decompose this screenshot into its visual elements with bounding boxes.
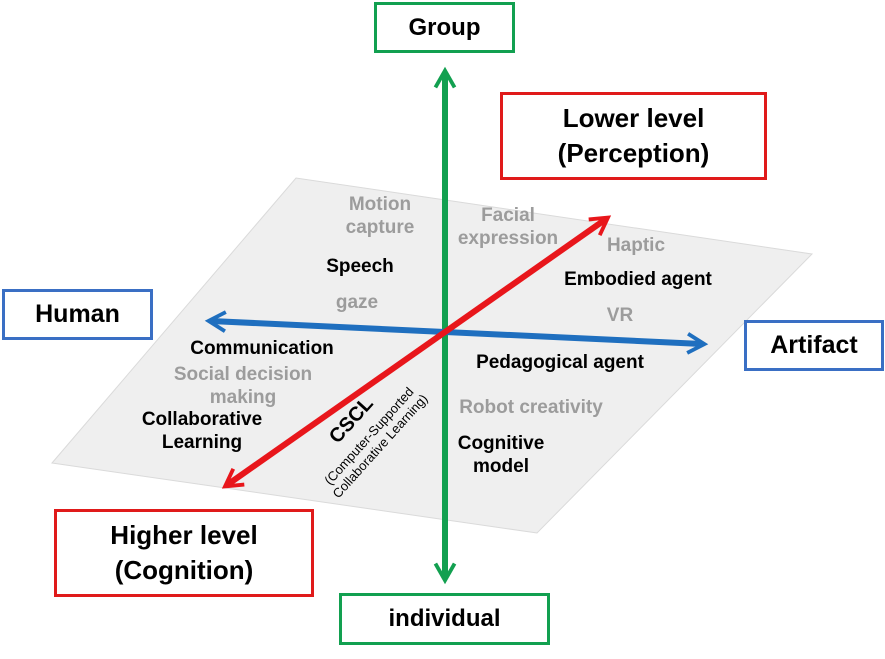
facial-expression-label: Facial expression: [457, 205, 559, 249]
communication-label: Communication: [190, 338, 334, 359]
artifact-box: Artifact: [744, 320, 884, 371]
motion-capture-label: Motion capture: [345, 194, 415, 238]
artifact-label: Artifact: [770, 331, 858, 359]
group-box: Group: [374, 2, 515, 53]
lower-level-box: Lower level (Perception): [500, 92, 767, 180]
robot-creativity-label: Robot creativity: [459, 397, 603, 418]
plane: [51, 177, 814, 534]
vr-label: VR: [606, 305, 634, 326]
perception-label: (Perception): [557, 138, 710, 168]
human-label: Human: [35, 300, 120, 328]
haptic-label: Haptic: [606, 235, 666, 256]
group-label: Group: [408, 13, 481, 41]
cognitive-model-label: Cognitive model: [457, 433, 545, 477]
embodied-agent-label: Embodied agent: [564, 269, 712, 290]
diagonal-axis-arrow: [221, 215, 612, 489]
social-decision-making-label: Social decision making: [173, 364, 313, 408]
higher-level-label: Higher level: [110, 519, 258, 550]
pedagogical-agent-label: Pedagogical agent: [476, 352, 644, 373]
human-box: Human: [2, 289, 153, 340]
gaze-label: gaze: [335, 292, 379, 313]
individual-label: individual: [388, 605, 501, 632]
individual-box: individual: [339, 593, 550, 645]
cognition-label: (Cognition): [114, 555, 254, 585]
collaborative-learning-label: Collaborative Learning: [141, 409, 263, 453]
lower-level-label: Lower level: [562, 102, 705, 133]
higher-level-box: Higher level (Cognition): [54, 509, 314, 597]
speech-label: Speech: [326, 256, 394, 277]
